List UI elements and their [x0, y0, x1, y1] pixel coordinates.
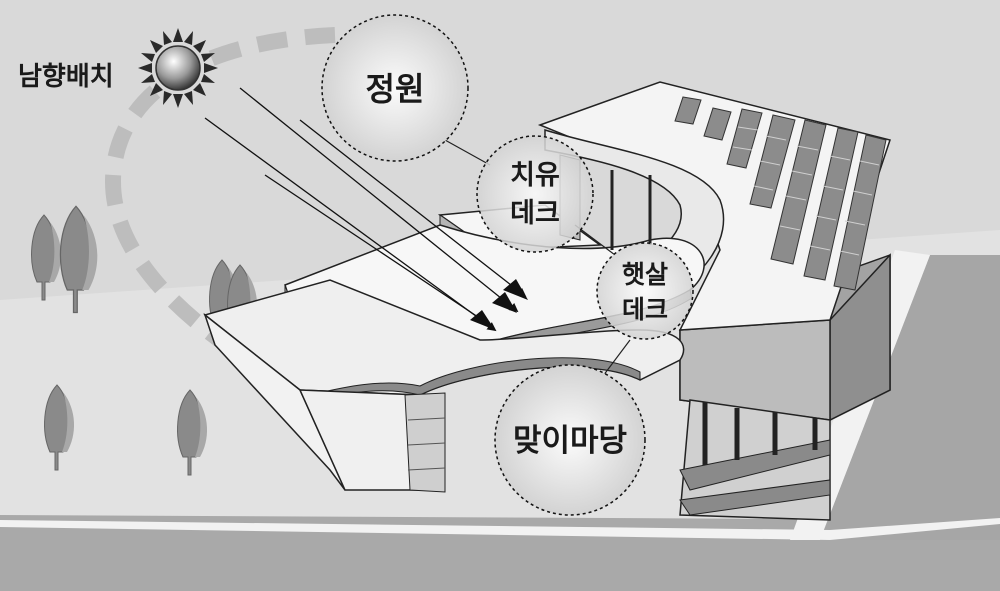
healing-deck-label-line1: 치유 [510, 160, 560, 191]
sunlight-arrow-icon [204, 117, 497, 332]
garden-callout: 정원 [321, 14, 469, 162]
sunlight-arrow-icon [299, 119, 527, 298]
road-right [820, 255, 1000, 540]
healing-deck-callout: 치유 데크 [476, 135, 594, 253]
sunlight-deck-callout: 햇살 데크 [596, 242, 694, 340]
healing-deck-label-line2: 데크 [510, 198, 560, 229]
building [203, 81, 891, 521]
welcome-yard-label: 맞이마당 [513, 423, 627, 459]
sunlight-rays [204, 87, 527, 332]
welcome-yard-callout: 맞이마당 [494, 364, 646, 516]
sunlight-arrow-icon [239, 87, 519, 313]
sunlight-arrow-icon [492, 292, 517, 313]
solar-panels [674, 96, 887, 291]
sunlight-arrow-icon [470, 310, 495, 330]
healing-deck-leader-line [574, 224, 616, 256]
sunlight-deck-label-line1: 햇살 [622, 260, 668, 289]
sunlight-deck-label-line2: 데크 [622, 295, 668, 324]
garden-label: 정원 [366, 70, 425, 108]
sun-icon [138, 28, 218, 108]
welcome-yard-leader-line [599, 339, 631, 381]
sun-path-arc [105, 27, 392, 412]
sunlight-arrow-icon [503, 279, 528, 300]
south-orientation-label: 남향배치 [18, 62, 114, 92]
sidewalk-bottom [0, 518, 1000, 540]
garden-leader-line [444, 139, 491, 166]
